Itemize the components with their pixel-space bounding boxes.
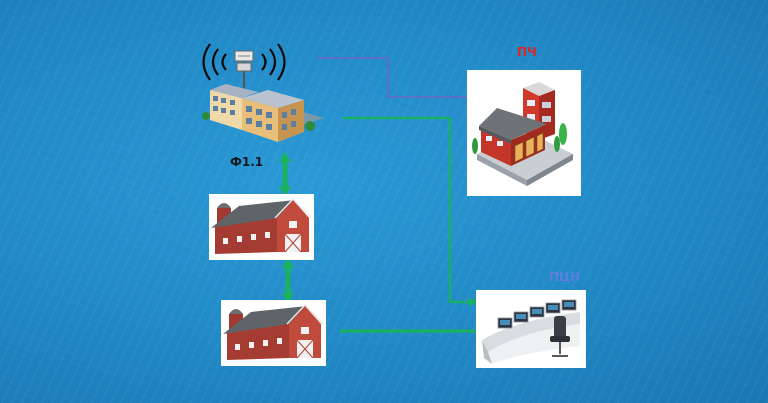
apartment-building-icon [202,43,324,142]
link-barn-1-barn-2-arrow-top [282,258,294,268]
control-room-label: ПЦН [549,270,581,284]
control-room-node [476,290,586,368]
fire-station-icon [472,82,573,186]
apartment-node [196,38,326,154]
link-barn-1-barn-2-arrow-bottom [282,293,294,303]
fire-station-label: ПЧ [517,45,537,59]
link-apartment-fire-station [318,57,467,98]
control-console-icon [482,299,580,364]
apartment-label: Ф1.1 [230,155,264,169]
barn-icon [223,303,324,360]
link-apartment-barn-1-arrow-bottom [279,186,291,196]
link-apartment-control-room [343,116,478,307]
barn-icon [211,197,312,254]
fire-station-node [467,70,581,196]
link-apartment-barn-1-arrow-top [279,152,291,162]
barn-1-node [209,194,314,260]
barn-2-node [221,300,326,366]
antenna-icon [202,43,286,90]
